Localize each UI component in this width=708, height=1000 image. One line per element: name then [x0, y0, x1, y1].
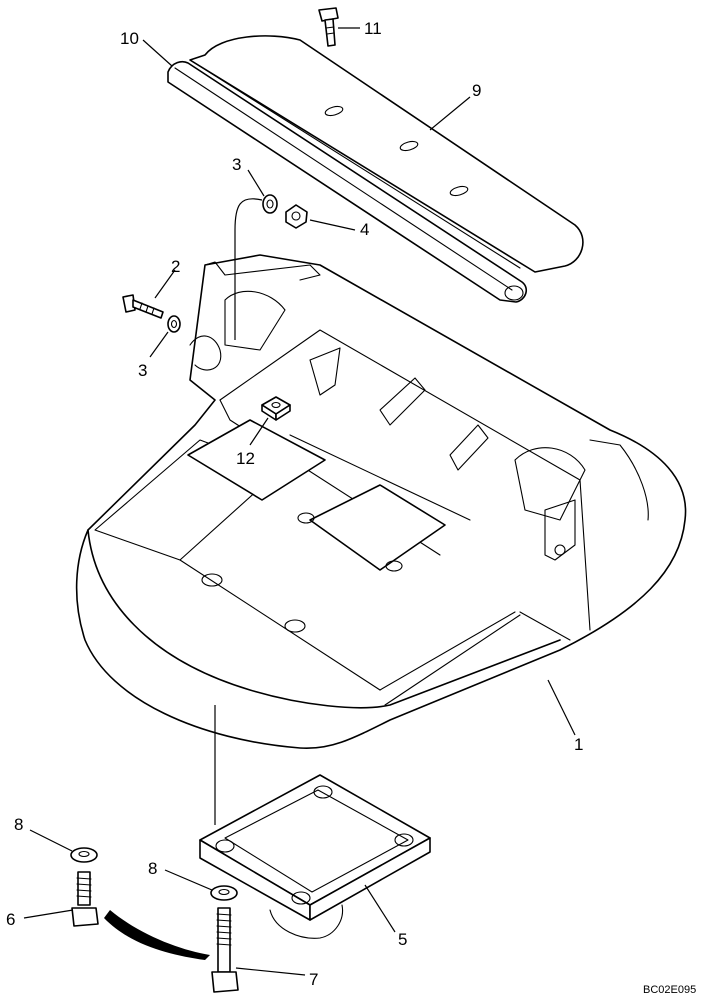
callout-10: 10 [120, 29, 139, 48]
callout-3-left: 3 [138, 361, 147, 380]
callout-6: 6 [6, 910, 15, 929]
curved-arrow-icon [104, 910, 210, 960]
callout-8-left: 8 [14, 815, 23, 834]
edge-trim-part-10 [167, 60, 528, 303]
leader-lines [23, 27, 576, 976]
spacer-part-12 [261, 396, 291, 421]
callout-2: 2 [171, 257, 180, 276]
washer-part-3-top [262, 194, 278, 214]
washer-part-8-right [210, 885, 238, 901]
callout-9: 9 [472, 81, 481, 100]
adapter-plate-part-5 [199, 774, 431, 939]
seat-pan-part-1 [75, 254, 687, 750]
washer-part-8-left [70, 847, 98, 863]
screw-part-2 [122, 294, 164, 319]
callout-1: 1 [574, 735, 583, 754]
callout-12: 12 [236, 449, 255, 468]
bolt-part-11 [318, 7, 339, 47]
callout-numbers: 1 2 3 3 4 5 6 7 8 8 9 10 11 12 [6, 19, 583, 989]
cushion-pad-part-9 [189, 35, 584, 273]
drawing-code: BC02E095 [643, 984, 696, 996]
callout-8-right: 8 [148, 859, 157, 878]
bolt-part-7 [211, 907, 239, 993]
callout-3-top: 3 [232, 155, 241, 174]
washer-guide-line [234, 198, 263, 340]
washer-part-3-left [167, 315, 181, 333]
nut-part-4 [285, 204, 308, 229]
bolt-part-6 [71, 871, 99, 927]
callout-4: 4 [360, 220, 369, 239]
callout-7: 7 [309, 970, 318, 989]
callout-11: 11 [364, 19, 382, 38]
callout-5: 5 [398, 930, 407, 949]
